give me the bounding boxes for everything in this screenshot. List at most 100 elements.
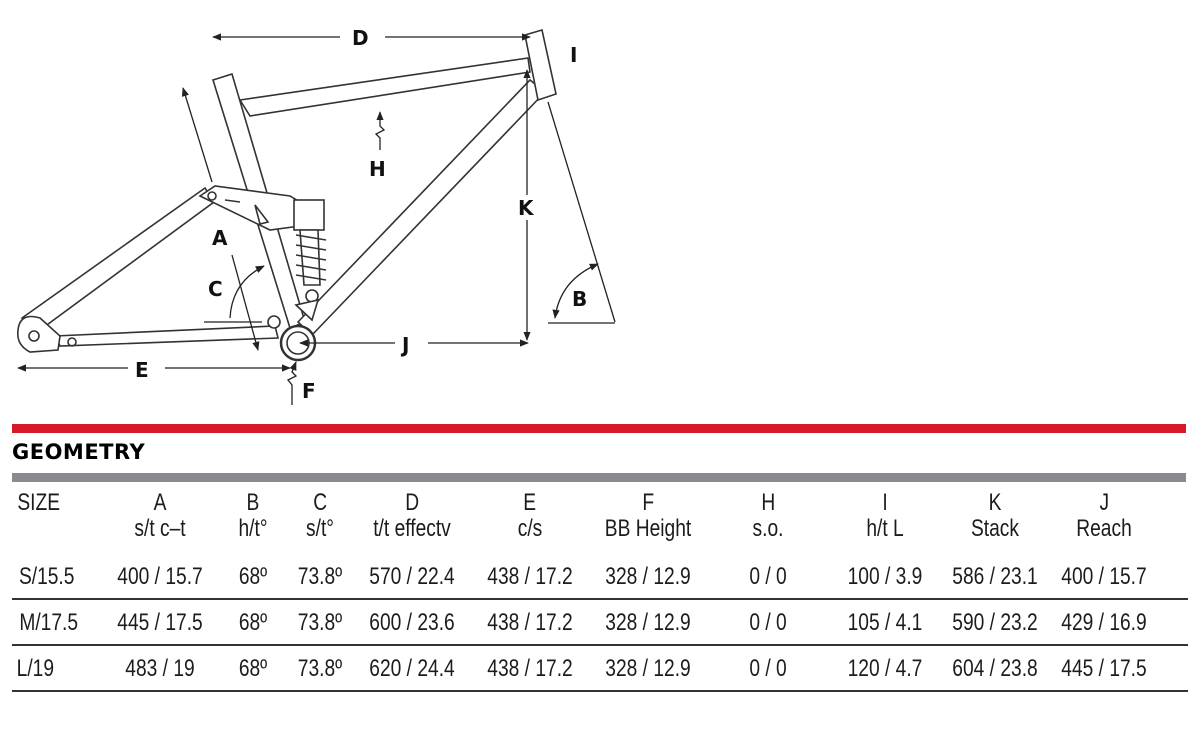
column-letter: I xyxy=(882,489,888,516)
table-row: M/17.5 445 / 17.5 68º 73.8º 600 / 23.6 438 / … xyxy=(12,600,1188,646)
table-cell: 570 / 22.4 xyxy=(369,563,455,590)
table-cell: 590 / 23.2 xyxy=(952,609,1038,636)
table-cell: 100 / 3.9 xyxy=(847,563,923,590)
column-subtitle: Reach xyxy=(1076,515,1132,542)
column-letter: SIZE xyxy=(17,489,61,516)
section-title: GEOMETRY xyxy=(12,440,146,464)
cell-wrapper: 586 / 23.1 xyxy=(942,564,1049,590)
cell-wrapper: 429 / 16.9 xyxy=(1051,610,1158,636)
cell-wrapper: 400 / 15.7 xyxy=(107,564,214,590)
column-subtitle: s/t c–t xyxy=(134,515,186,542)
table-cell: 68º xyxy=(238,655,268,682)
column-subtitle: h/t L xyxy=(866,515,904,542)
table-cell: 0 / 0 xyxy=(749,655,787,682)
cell-wrapper: 438 / 17.2 xyxy=(477,656,584,682)
table-cell: 445 / 17.5 xyxy=(117,609,203,636)
table-cell: 0 / 0 xyxy=(749,563,787,590)
size-cell: S/15.5 xyxy=(18,563,75,590)
label-c: C xyxy=(208,277,223,301)
cell-wrapper: L/19 xyxy=(12,656,59,682)
cell-wrapper: 328 / 12.9 xyxy=(595,564,702,590)
column-subtitle: h/t° xyxy=(238,515,268,542)
column-letter: B xyxy=(246,489,260,516)
column-subtitle: t/t effectv xyxy=(373,515,451,542)
cell-wrapper: 0 / 0 xyxy=(745,656,792,682)
label-k: K xyxy=(518,196,535,220)
cell-wrapper: 400 / 15.7 xyxy=(1051,564,1158,590)
label-f: F xyxy=(302,379,316,403)
table-cell: 0 / 0 xyxy=(749,609,787,636)
cell-wrapper: 68º xyxy=(235,656,270,682)
column-letter: D xyxy=(405,489,419,516)
cell-wrapper: 445 / 17.5 xyxy=(1051,656,1158,682)
cell-wrapper: 328 / 12.9 xyxy=(595,610,702,636)
cell-wrapper: 600 / 23.6 xyxy=(359,610,466,636)
column-subtitle: BB Height xyxy=(604,515,692,542)
label-a: A xyxy=(212,226,228,250)
cell-wrapper: 590 / 23.2 xyxy=(942,610,1049,636)
cell-wrapper: 0 / 0 xyxy=(745,610,792,636)
table-cell: 73.8º xyxy=(297,609,343,636)
size-cell: M/17.5 xyxy=(19,609,79,636)
table-cell: 604 / 23.8 xyxy=(952,655,1038,682)
table-cell: 328 / 12.9 xyxy=(605,655,691,682)
column-letter: J xyxy=(1099,489,1109,516)
gray-divider xyxy=(12,473,1186,482)
table-row: L/19 483 / 19 68º 73.8º 620 / 24.4 438 / 17.2… xyxy=(12,646,1188,692)
column-letter: E xyxy=(523,489,537,516)
cell-wrapper: 120 / 4.7 xyxy=(838,656,931,682)
cell-wrapper: 68º xyxy=(235,564,270,590)
cell-wrapper: 570 / 22.4 xyxy=(359,564,466,590)
table-cell: 73.8º xyxy=(297,563,343,590)
label-j: J xyxy=(400,333,409,357)
column-letter: K xyxy=(988,489,1002,516)
cell-wrapper: 0 / 0 xyxy=(745,564,792,590)
table-cell: 438 / 17.2 xyxy=(487,609,573,636)
table-cell: 73.8º xyxy=(297,655,343,682)
table-cell: 105 / 4.1 xyxy=(847,609,923,636)
dimension-lines xyxy=(17,33,616,405)
table-cell: 438 / 17.2 xyxy=(487,655,573,682)
cell-wrapper: 73.8º xyxy=(292,610,347,636)
column-letter: H xyxy=(761,489,775,516)
cell-wrapper: 328 / 12.9 xyxy=(595,656,702,682)
table-cell: 445 / 17.5 xyxy=(1061,655,1147,682)
table-cell: 328 / 12.9 xyxy=(605,609,691,636)
cell-wrapper: M/17.5 xyxy=(12,610,85,636)
cell-wrapper: 604 / 23.8 xyxy=(942,656,1049,682)
table-cell: 586 / 23.1 xyxy=(952,563,1038,590)
red-divider xyxy=(12,424,1186,433)
frame-geometry-diagram: D I H K B A C E J F xyxy=(16,26,616,405)
label-h: H xyxy=(369,157,386,181)
table-cell: 328 / 12.9 xyxy=(605,563,691,590)
table-cell: 620 / 24.4 xyxy=(369,655,455,682)
cell-wrapper: S/15.5 xyxy=(12,564,81,590)
column-letter: F xyxy=(642,489,654,516)
cell-wrapper: 483 / 19 xyxy=(117,656,204,682)
cell-wrapper: 73.8º xyxy=(292,656,347,682)
label-i: I xyxy=(570,43,577,67)
label-b: B xyxy=(572,287,587,311)
column-subtitle: s.o. xyxy=(752,515,784,542)
cell-wrapper: 620 / 24.4 xyxy=(359,656,466,682)
table-cell: 438 / 17.2 xyxy=(487,563,573,590)
column-letter: C xyxy=(313,489,327,516)
cell-wrapper: 445 / 17.5 xyxy=(107,610,214,636)
table-cell: 600 / 23.6 xyxy=(369,609,455,636)
cell-wrapper: 438 / 17.2 xyxy=(477,564,584,590)
column-subtitle: s/t° xyxy=(306,515,334,542)
cell-wrapper: 68º xyxy=(235,610,270,636)
column-subtitle: Stack xyxy=(970,515,1020,542)
table-row: S/15.5 400 / 15.7 68º 73.8º 570 / 22.4 438 / … xyxy=(12,554,1188,600)
cell-wrapper: 438 / 17.2 xyxy=(477,610,584,636)
